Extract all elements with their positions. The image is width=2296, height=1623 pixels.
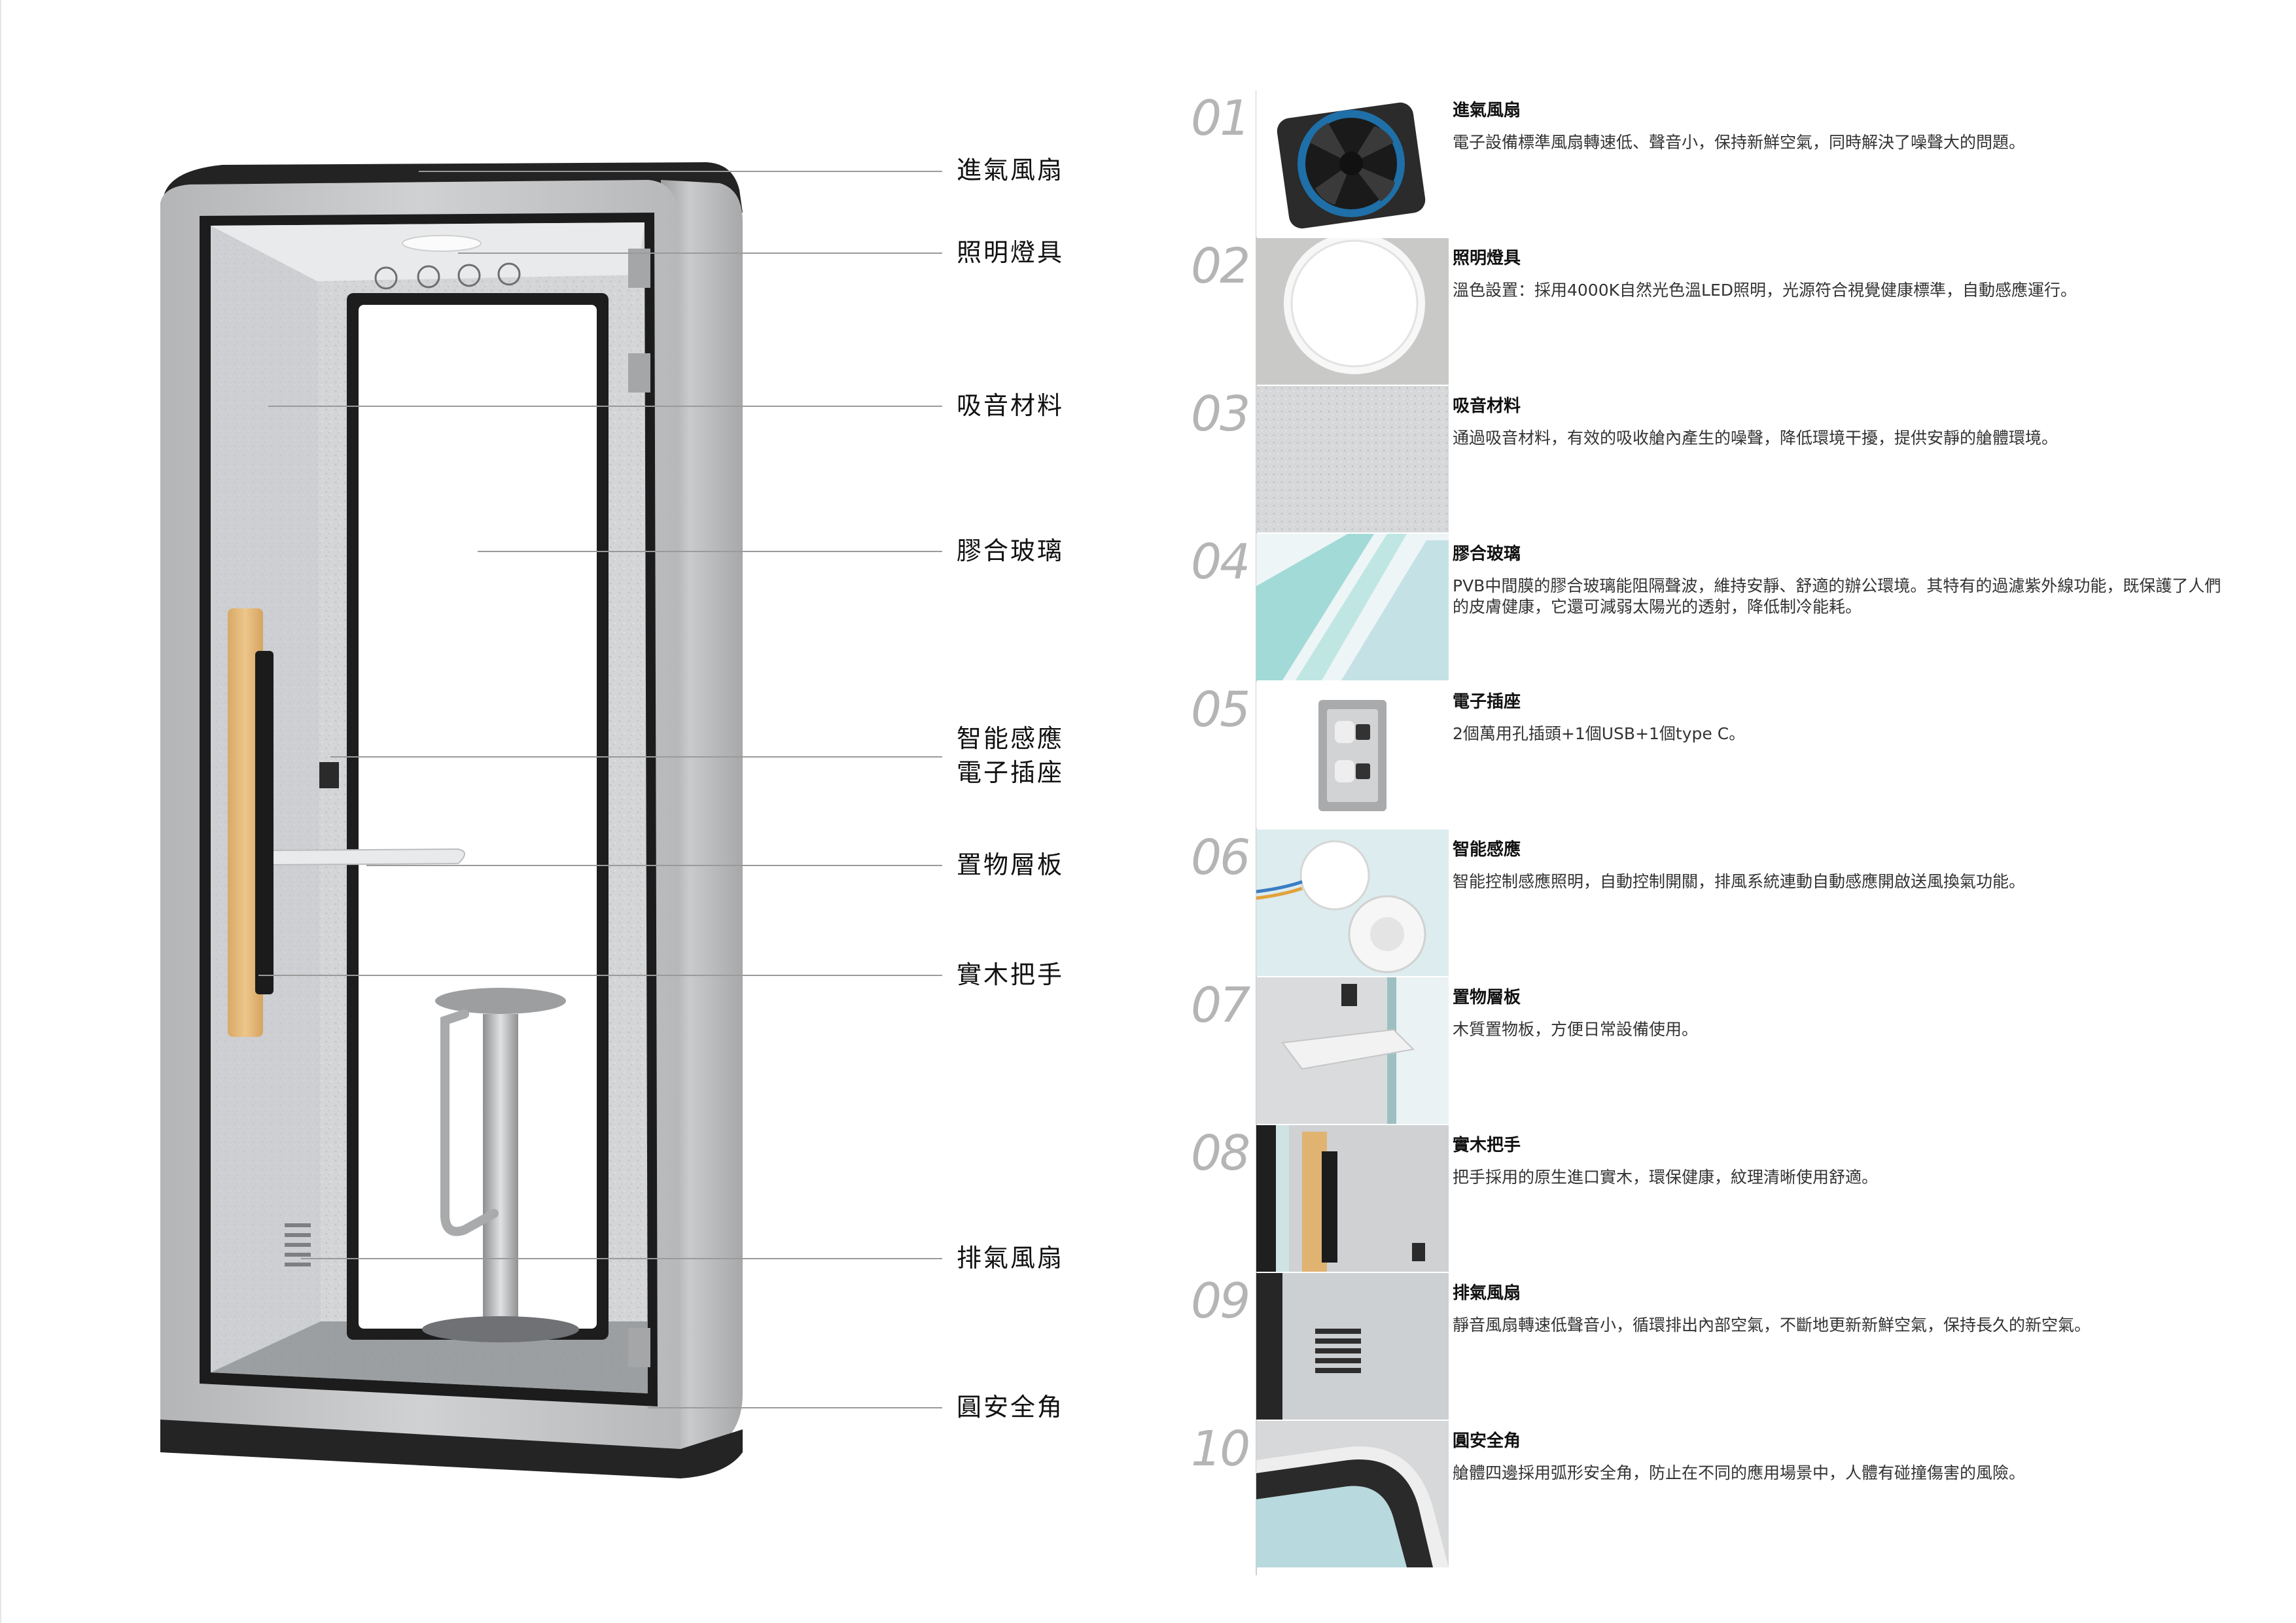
callout-exhaust-fan: 排氣風扇	[957, 1244, 1065, 1272]
feature-item: 09 排氣風扇 靜音風扇轉速低聲音小，循環排出內部空氣，不斷地更新新鮮空氣，保持…	[1191, 1273, 2238, 1421]
rounded-corner-image	[1256, 1421, 1449, 1567]
feature-item: 01 進氣風扇 電子設備標準風扇轉速低、聲音小，保持新鮮空氣，同時解決了噪聲大的…	[1191, 90, 2238, 238]
feature-number: 05	[1191, 682, 1250, 738]
feature-description: 通過吸音材料，有效的吸收艙內產生的噪聲，降低環境干擾，提供安靜的艙體環境。	[1453, 428, 2058, 447]
callout-line-glass	[478, 551, 942, 552]
callout-line-intake-fan	[419, 171, 942, 172]
fan-image	[1256, 90, 1449, 237]
callout-line-lighting	[458, 253, 942, 254]
feature-item: 06 智能感應 智能控制感應照明，自動控制開關，排風系統連動自動感應開啟送風換氣…	[1191, 829, 2238, 977]
callout-line-sensor-socket	[330, 756, 942, 758]
motion-sensor-image	[1256, 829, 1449, 976]
feature-description: 溫色設置：採用4000K自然光色溫LED照明，光源符合視覺健康標準，自動感應運行…	[1453, 281, 2077, 300]
feature-title: 實木把手	[1453, 1136, 1521, 1155]
shelf-image	[1256, 977, 1449, 1124]
feature-number: 09	[1191, 1273, 1250, 1329]
ceiling-light-image	[1256, 238, 1449, 385]
feature-item: 10 圓安全角 艙體四邊採用弧形安全角，防止在不同的應用場景中，人體有碰撞傷害的…	[1191, 1421, 2238, 1569]
feature-number: 03	[1191, 386, 1250, 442]
callout-intake-fan: 進氣風扇	[957, 156, 1065, 184]
feature-description: PVB中間膜的膠合玻璃能阻隔聲波，維持安靜、舒適的辦公環境。其特有的過濾紫外線功…	[1453, 576, 2221, 616]
feature-description: 把手採用的原生進口實木，環保健康，紋理清晰使用舒適。	[1453, 1168, 1879, 1187]
side-panel	[661, 180, 743, 1459]
feature-description: 2個萬用孔插頭+1個USB+1個type C。	[1453, 724, 1746, 743]
feature-title: 膠合玻璃	[1453, 544, 1521, 564]
feature-title: 電子插座	[1453, 692, 1521, 712]
callout-line-handle	[258, 975, 942, 976]
feature-number: 06	[1191, 829, 1250, 886]
ceiling-light	[402, 235, 482, 252]
feature-number: 10	[1191, 1421, 1250, 1477]
feature-description: 木質置物板，方便日常設備使用。	[1453, 1020, 1699, 1039]
callout-line-acoustic	[268, 406, 942, 407]
feature-title: 吸音材料	[1453, 396, 1521, 416]
felt-texture-image	[1256, 386, 1449, 532]
exhaust-vent-image	[1256, 1273, 1449, 1420]
feature-title: 置物層板	[1453, 988, 1521, 1007]
stool-seat	[435, 988, 566, 1014]
callout-acoustic-material: 吸音材料	[957, 391, 1065, 420]
feature-description: 艙體四邊採用弧形安全角，防止在不同的應用場景中，人體有碰撞傷害的風險。	[1453, 1463, 2026, 1482]
callout-lighting: 照明燈具	[957, 238, 1065, 267]
feature-item: 08 實木把手 把手採用的原生進口實木，環保健康，紋理清晰使用舒適。	[1191, 1125, 2238, 1273]
base	[160, 1420, 743, 1478]
feature-title: 圓安全角	[1453, 1431, 1521, 1451]
callout-laminated-glass: 膠合玻璃	[957, 536, 1065, 565]
feature-item: 04 膠合玻璃 PVB中間膜的膠合玻璃能阻隔聲波，維持安靜、舒適的辦公環境。其特…	[1191, 534, 2238, 682]
laminated-glass-image	[1256, 534, 1449, 680]
wood-handle	[228, 608, 263, 1037]
callout-wood-handle: 實木把手	[957, 960, 1065, 989]
callout-shelf: 置物層板	[957, 850, 1065, 879]
feature-description: 智能控制感應照明，自動控制開關，排風系統連動自動感應開啟送風換氣功能。	[1453, 872, 2026, 891]
feature-number: 01	[1191, 90, 1250, 147]
callout-safety-corner: 圓安全角	[957, 1393, 1065, 1422]
feature-item: 03 吸音材料 通過吸音材料，有效的吸收艙內產生的噪聲，降低環境干擾，提供安靜的…	[1191, 386, 2238, 534]
feature-number: 02	[1191, 238, 1250, 294]
callout-smart-sensor-socket: 智能感應 電子插座	[957, 724, 1065, 787]
feature-title: 排氣風扇	[1453, 1283, 1521, 1303]
power-outlet-image	[1256, 682, 1449, 828]
wood-handle-image	[1256, 1125, 1449, 1272]
socket	[319, 762, 339, 788]
feature-item: 02 照明燈具 溫色設置：採用4000K自然光色溫LED照明，光源符合視覺健康標…	[1191, 238, 2238, 386]
callout-line-corner	[648, 1407, 942, 1408]
feature-title: 照明燈具	[1453, 249, 1521, 268]
feature-number: 08	[1191, 1125, 1250, 1181]
shelf	[266, 848, 465, 866]
feature-item: 07 置物層板 木質置物板，方便日常設備使用。	[1191, 977, 2238, 1125]
feature-description: 電子設備標準風扇轉速低、聲音小，保持新鮮空氣，同時解決了噪聲大的問題。	[1453, 133, 2026, 152]
callout-line-exhaust	[301, 1258, 942, 1259]
feature-title: 進氣風扇	[1453, 101, 1521, 120]
callout-line-shelf	[366, 865, 942, 866]
feature-description: 靜音風扇轉速低聲音小，循環排出內部空氣，不斷地更新新鮮空氣，保持長久的新空氣。	[1453, 1316, 2091, 1335]
feature-title: 智能感應	[1453, 840, 1521, 860]
feature-number: 07	[1191, 977, 1250, 1034]
page-left-border	[0, 0, 1, 1623]
stool-pole	[483, 1014, 518, 1325]
feature-number: 04	[1191, 534, 1250, 590]
phone-booth-illustration	[160, 162, 743, 1478]
feature-item: 05 電子插座 2個萬用孔插頭+1個USB+1個type C。	[1191, 682, 2238, 829]
glass-door	[359, 305, 597, 1329]
